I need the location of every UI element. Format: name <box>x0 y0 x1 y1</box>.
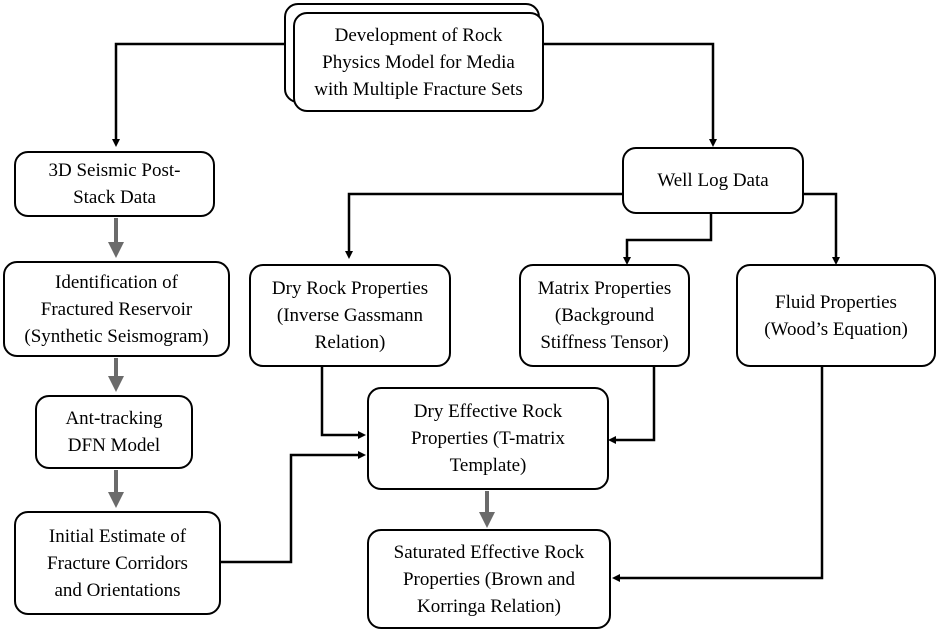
arrow-development-to-seismic <box>112 42 286 147</box>
gray-arrow-seismic-to-identification <box>108 218 124 258</box>
arrow-matrix-to-dryeffective <box>608 366 656 444</box>
node-matrix-label: Matrix Properties (Background Stiffness … <box>537 278 672 353</box>
node-dryeffective: Dry Effective Rock Properties (T-matrix … <box>367 387 609 490</box>
node-fluid-label: Fluid Properties (Wood’s Equation) <box>764 291 908 340</box>
node-seismic: 3D Seismic Post- Stack Data <box>14 151 215 217</box>
node-saturated: Saturated Effective Rock Properties (Bro… <box>367 529 611 629</box>
node-anttracking-label: Ant-tracking DFN Model <box>65 408 163 456</box>
node-matrix: Matrix Properties (Background Stiffness … <box>519 264 690 367</box>
node-fluid: Fluid Properties (Wood’s Equation) <box>736 264 936 367</box>
node-identification-label: Identification of Fractured Reservoir (S… <box>24 271 209 347</box>
node-welllog: Well Log Data <box>622 147 804 214</box>
node-saturated-label: Saturated Effective Rock Properties (Bro… <box>393 541 585 617</box>
arrow-initial-to-dryeffective <box>221 451 366 564</box>
arrow-fluid-to-saturated <box>612 366 824 582</box>
node-development: Development of Rock Physics Model for Me… <box>293 12 544 112</box>
arrow-dryrock-to-dryeffective <box>320 366 366 439</box>
gray-arrow-anttracking-to-initial <box>108 470 124 508</box>
arrow-welllog-to-fluid <box>804 192 840 265</box>
node-dryrock: Dry Rock Properties (Inverse Gassmann Re… <box>249 264 451 367</box>
node-initial: Initial Estimate of Fracture Corridors a… <box>14 511 221 615</box>
node-dryeffective-label: Dry Effective Rock Properties (T-matrix … <box>411 401 565 476</box>
gray-arrow-identification-to-anttracking <box>108 358 124 392</box>
arrow-welllog-to-matrix <box>623 214 713 265</box>
node-development-label: Development of Rock Physics Model for Me… <box>314 24 523 100</box>
arrow-development-to-welllog <box>544 42 717 147</box>
arrow-welllog-to-dryrock <box>345 192 622 259</box>
node-anttracking: Ant-tracking DFN Model <box>35 395 193 469</box>
node-welllog-label: Well Log Data <box>657 170 769 191</box>
node-seismic-label: 3D Seismic Post- Stack Data <box>48 160 181 208</box>
node-dryrock-label: Dry Rock Properties (Inverse Gassmann Re… <box>271 278 429 353</box>
node-identification: Identification of Fractured Reservoir (S… <box>3 261 230 357</box>
node-initial-label: Initial Estimate of Fracture Corridors a… <box>47 525 188 601</box>
gray-arrow-dryeffective-to-saturated <box>479 491 495 528</box>
